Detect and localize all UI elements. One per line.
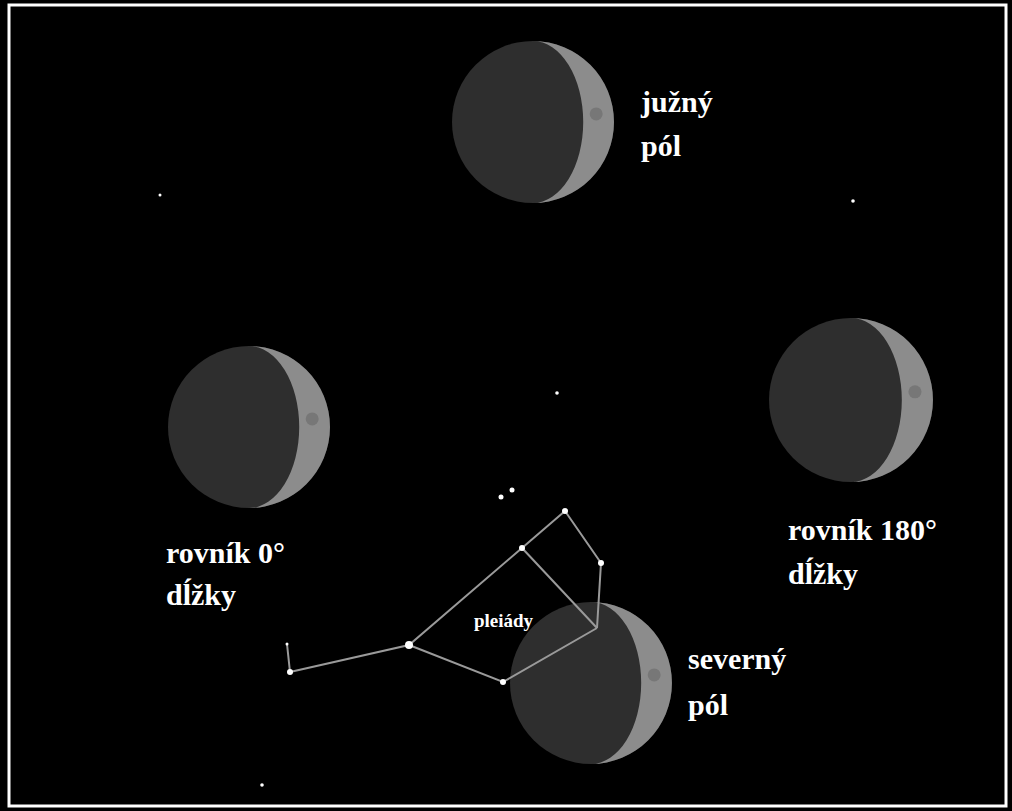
moon-crescent (591, 602, 672, 764)
moon-crescent (249, 346, 330, 508)
crater (648, 668, 661, 681)
pole-label: južný pól (641, 80, 741, 168)
moon-disc (168, 346, 330, 508)
equator-label: rovník 0° dĺžky (166, 532, 311, 616)
frame (9, 5, 1006, 806)
moon-disc (510, 602, 672, 764)
moon-disc (769, 318, 933, 482)
moon-disc (452, 41, 614, 203)
moon-crescent (533, 41, 614, 203)
constellation-label: pleiády (474, 609, 574, 633)
moon-crescent (851, 318, 933, 482)
stars (159, 194, 855, 787)
crater (908, 385, 921, 398)
moon (168, 346, 330, 508)
moon (510, 602, 672, 764)
moon (769, 318, 933, 482)
constellation-lines (287, 511, 601, 682)
moon-phases (168, 41, 933, 764)
crater (590, 107, 603, 120)
equator-label: rovník 180° dĺžky (788, 508, 978, 596)
moon (452, 41, 614, 203)
constellation-stars (286, 508, 605, 685)
pole-label: severný pól (688, 636, 818, 728)
crater (306, 412, 319, 425)
